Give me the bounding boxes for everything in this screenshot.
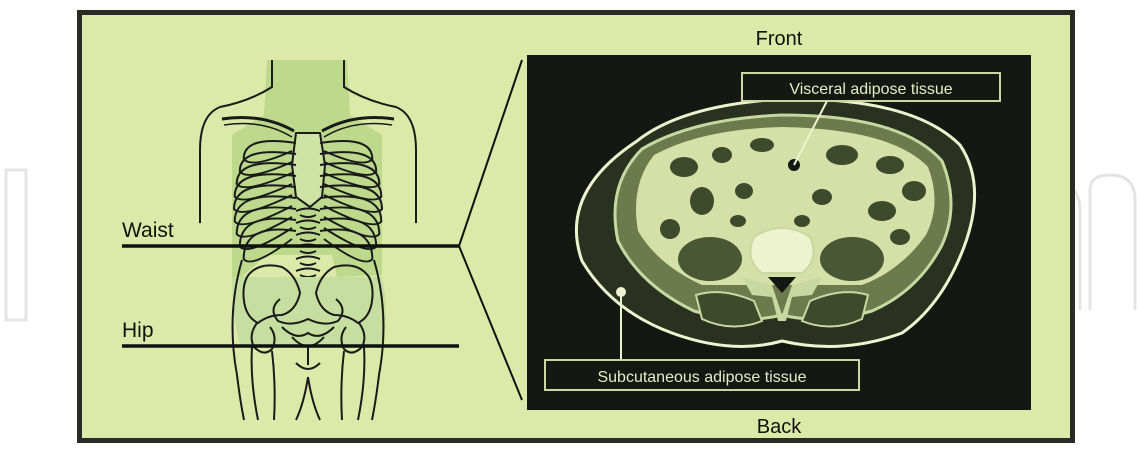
vertebra-segment — [296, 269, 320, 278]
zoom-line-bottom — [459, 246, 522, 400]
bowel-gas-pocket — [890, 229, 910, 245]
bowel-gas-pocket — [730, 215, 746, 227]
waist-label: Waist — [122, 219, 174, 242]
visceral-label: Visceral adipose tissue — [789, 81, 952, 98]
vertebra-segment — [296, 257, 320, 266]
bowel-gas-pocket — [735, 183, 753, 199]
pelvis-fill — [232, 277, 386, 345]
bowel-gas-pocket — [794, 215, 810, 227]
back-label: Back — [757, 416, 802, 438]
figure-panel: Waist Hip Front Back Visceral adipose t — [77, 10, 1075, 443]
vertebra — [750, 228, 813, 273]
anatomy-diagram: Waist Hip Front Back Visceral adipose t — [82, 15, 1070, 438]
bowel-gas-pocket — [902, 181, 926, 201]
sternum — [292, 133, 325, 207]
bowel-gas-pocket — [660, 219, 680, 239]
bowel-gas-pocket — [690, 187, 714, 215]
bowel-gas-pocket — [826, 145, 858, 165]
subcutaneous-label: Subcutaneous adipose tissue — [597, 369, 806, 386]
body-illustration — [200, 60, 416, 420]
zoom-line-top — [459, 60, 522, 246]
bowel-gas-pocket — [750, 138, 774, 152]
pubic-bone — [282, 327, 334, 369]
bowel-gas-pocket — [670, 157, 698, 177]
thigh-lines — [296, 377, 320, 420]
bowel-gas-pocket — [712, 147, 732, 163]
bowel-gas-pocket — [868, 201, 896, 221]
left-kidney — [678, 237, 742, 281]
hip-label: Hip — [122, 319, 154, 342]
front-label: Front — [756, 28, 803, 50]
bowel-gas-pocket — [812, 189, 832, 205]
bowel-gas-pocket — [876, 156, 904, 174]
ct-scan: Visceral adipose tissue Subcutaneous adi… — [527, 55, 1031, 410]
right-kidney — [820, 237, 884, 281]
